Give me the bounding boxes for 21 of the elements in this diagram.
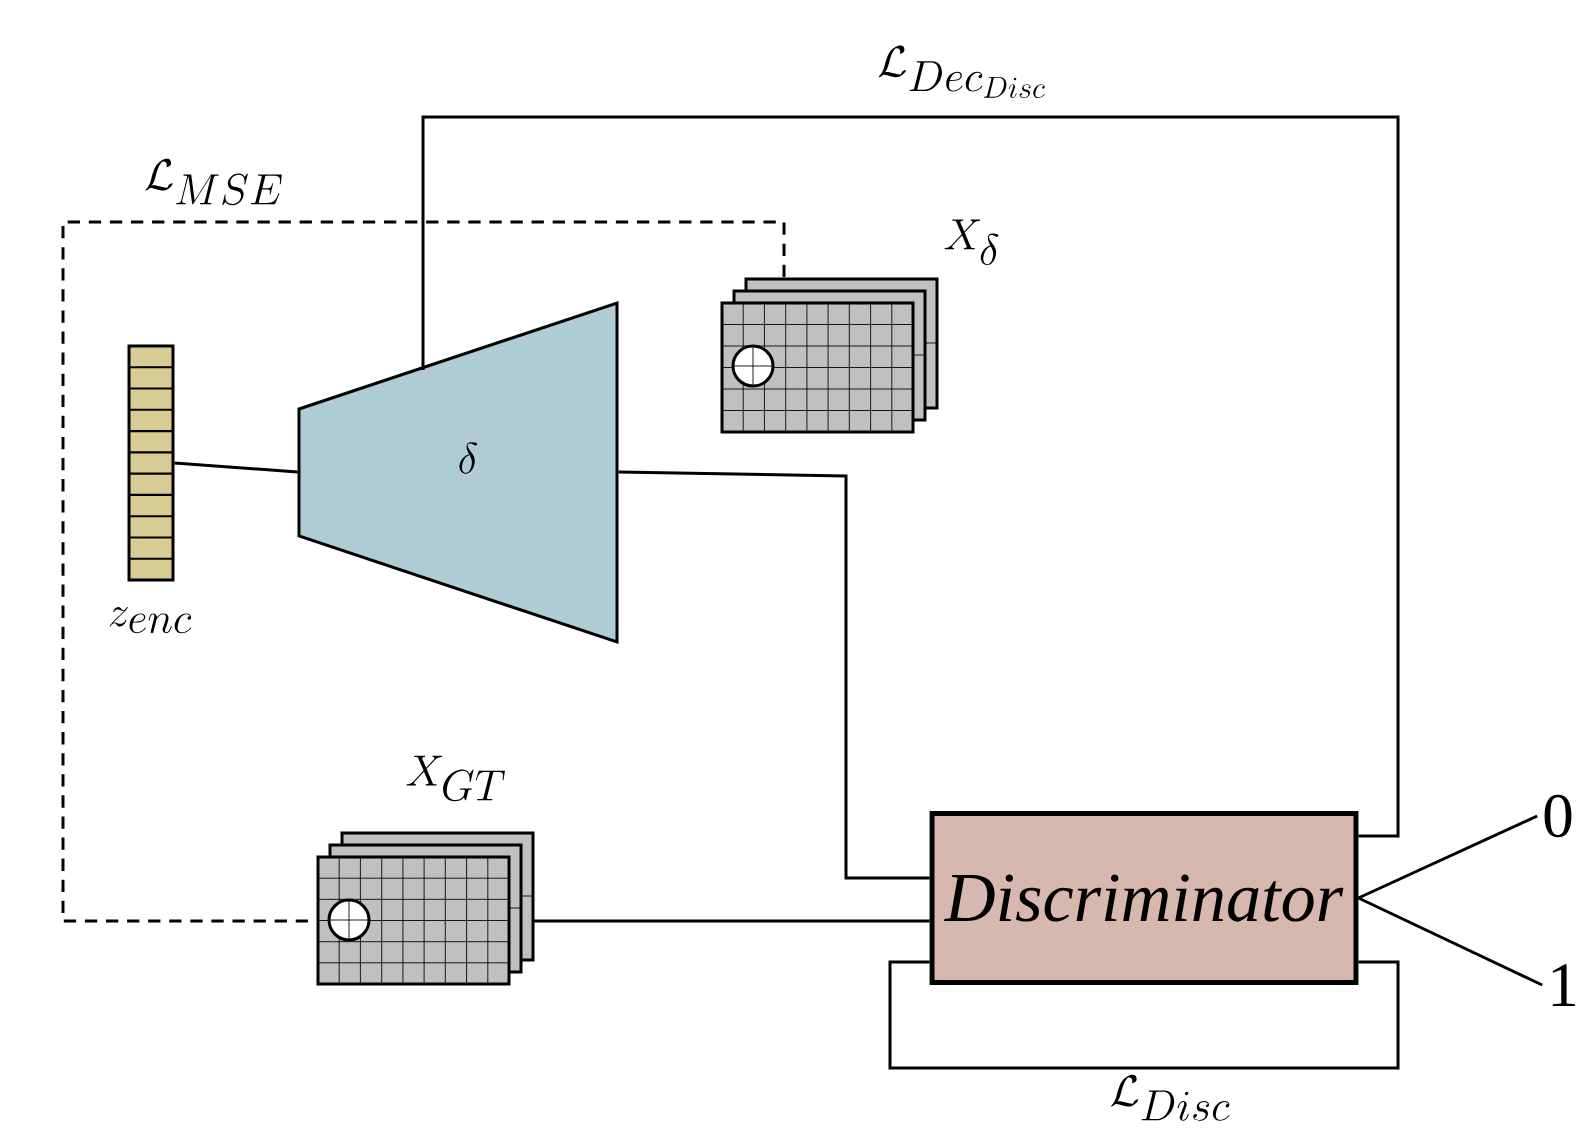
node-label: $z_{enc}$	[109, 606, 192, 634]
output-label: 1	[1552, 964, 1576, 1006]
connector-line	[534, 919, 930, 923]
decoder-trapezoid: $\delta$	[297, 300, 619, 645]
node-label: $X_{GT}$	[406, 755, 505, 802]
connector-line	[61, 220, 786, 923]
connector-line	[174, 461, 298, 474]
image-stack: $X_\delta$	[720, 219, 999, 434]
edge-label: $\mathcal{L}_{MSE}$	[145, 158, 282, 206]
discriminator-box: Discriminator	[929, 811, 1359, 985]
connector-line	[1357, 896, 1543, 987]
node-label: $X_\delta$	[944, 219, 999, 266]
connector-line	[888, 960, 1400, 1070]
edge-label: $\mathcal{L}_{Disc}$	[1110, 1074, 1230, 1121]
connector-line	[1357, 814, 1538, 900]
edge-label: $\mathcal{L}_{Dec_{Disc}}$	[878, 45, 1045, 98]
latent-vector: $z_{enc}$	[109, 344, 192, 634]
connector-line	[421, 115, 1400, 838]
image-stack: $X_{GT}$	[316, 755, 535, 986]
output-label: 0	[1544, 794, 1572, 838]
connector-line	[618, 470, 930, 880]
